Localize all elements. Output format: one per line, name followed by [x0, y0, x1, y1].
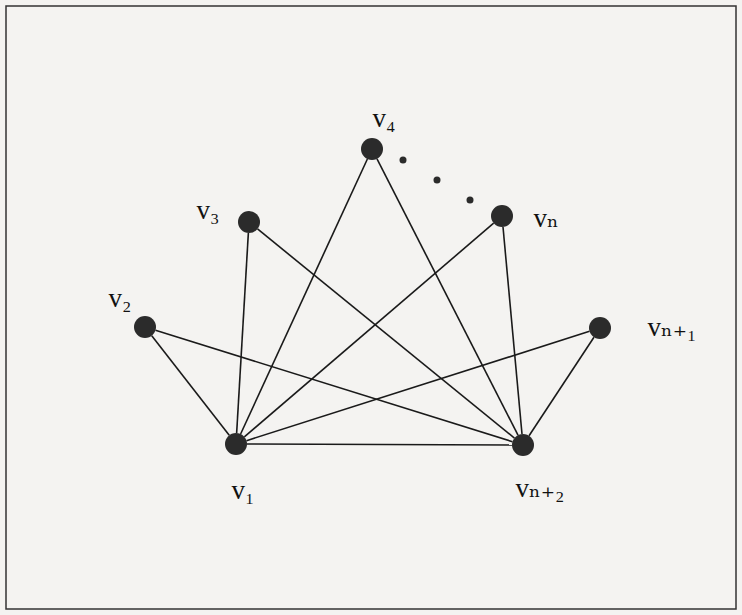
vertex-dot: v₄ [361, 138, 383, 160]
vertex-label: v₄ [373, 105, 396, 132]
graph-edge [247, 443, 512, 446]
vertex-dot: vₙ₊₁ [589, 317, 611, 339]
graph-edge [237, 233, 249, 433]
graph-edge [152, 336, 229, 436]
graph-edge [244, 223, 493, 437]
vertex-label: vₙ₊₁ [648, 314, 697, 341]
vertex-label: vₙ₊₂ [516, 475, 565, 502]
graph-edge [246, 331, 589, 440]
graph-edge [503, 227, 522, 434]
vertex-dot: vₙ [491, 205, 513, 227]
graph-edge [529, 337, 594, 436]
vertex-dot: v₂ [134, 316, 156, 338]
vertex-dot: v₃ [238, 211, 260, 233]
graph-edge [156, 330, 513, 441]
vertex-label: vₙ [533, 205, 558, 232]
vertex-label: v₁ [232, 477, 255, 504]
vertex-label: v₃ [197, 197, 220, 224]
vertex-dot: vₙ₊₂ [512, 434, 534, 456]
graph-edge [241, 159, 368, 434]
vertex-dot: v₁ [225, 433, 247, 455]
graph-edge [258, 229, 515, 438]
vertex-label: v₂ [109, 285, 132, 312]
graph-edge [377, 159, 518, 435]
